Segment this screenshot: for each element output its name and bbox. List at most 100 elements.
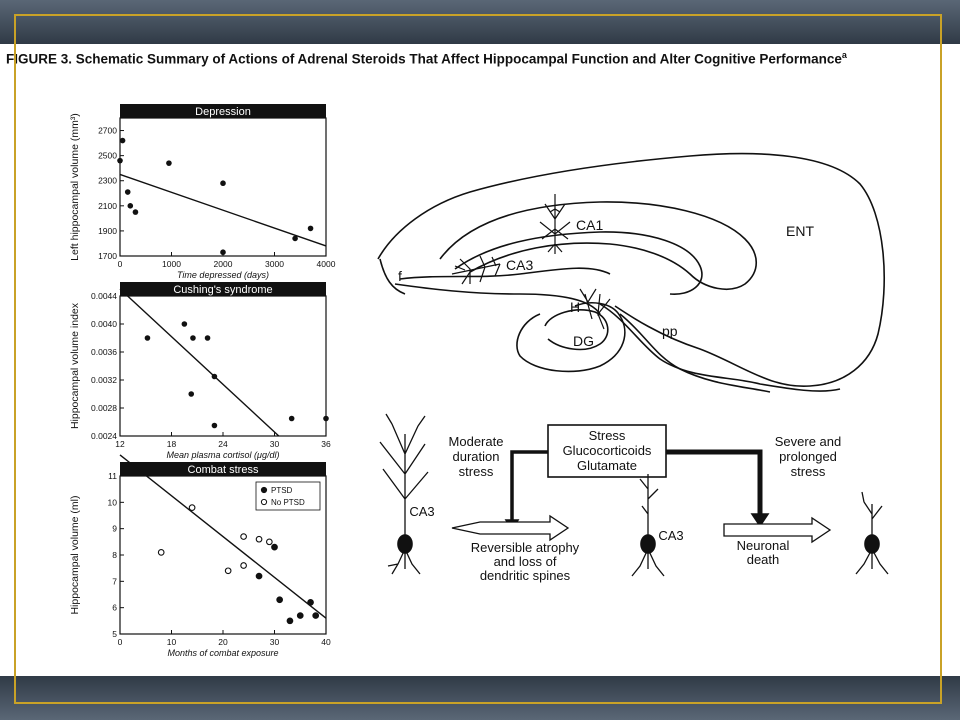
severe-line3: stress xyxy=(791,464,826,479)
regression-line xyxy=(119,288,280,437)
x-axis-label: Time depressed (days) xyxy=(177,270,269,280)
stress-box-line1: Stress xyxy=(589,428,626,443)
data-point-ptsd xyxy=(276,596,284,604)
dg-inner xyxy=(544,309,609,351)
data-point-ptsd xyxy=(296,612,304,619)
perforant-path xyxy=(599,303,841,392)
data-point xyxy=(166,160,172,166)
reversible-line3: dendritic spines xyxy=(480,568,571,583)
data-point xyxy=(204,335,211,341)
neuronal-death-arrow xyxy=(723,516,832,544)
y-tick-label: 2500 xyxy=(98,151,117,161)
x-tick-label: 40 xyxy=(321,637,331,647)
y-tick-label: 2300 xyxy=(98,176,117,186)
y-axis-label: Hippocampal volume (ml) xyxy=(69,495,81,614)
data-point-ptsd xyxy=(312,612,320,619)
data-point-ptsd xyxy=(271,543,278,551)
x-tick-label: 10 xyxy=(167,637,177,647)
label-ca1: CA1 xyxy=(576,217,603,233)
neuron-right xyxy=(855,491,889,575)
y-tick-label: 10 xyxy=(108,497,118,507)
x-tick-label: 4000 xyxy=(317,259,336,269)
x-tick-label: 18 xyxy=(167,439,177,449)
y-tick-label: 8 xyxy=(112,550,117,560)
data-point xyxy=(124,189,131,195)
y-tick-label: 2700 xyxy=(98,126,117,136)
regression-line xyxy=(119,454,327,619)
y-tick-label: 0.0024 xyxy=(91,431,117,441)
data-point xyxy=(181,321,188,327)
y-tick-label: 5 xyxy=(112,629,117,639)
lower-cortex xyxy=(379,258,406,295)
data-point xyxy=(288,415,295,422)
accent-border xyxy=(14,14,942,704)
stress-flow-labels: Stress Glucocorticoids Glutamate Moderat… xyxy=(409,428,841,583)
x-tick-label: 12 xyxy=(115,439,125,449)
y-tick-label: 7 xyxy=(112,576,117,586)
x-tick-label: 24 xyxy=(218,439,228,449)
data-point xyxy=(323,415,329,422)
data-point-no-ptsd xyxy=(224,567,232,575)
label-f: f xyxy=(398,268,402,284)
fimbria xyxy=(394,283,601,315)
right-branch-line xyxy=(666,449,763,514)
data-point-no-ptsd xyxy=(157,549,165,556)
data-point-ptsd xyxy=(307,599,314,606)
label-h: H xyxy=(570,299,580,315)
data-point xyxy=(127,203,134,209)
neuron-left xyxy=(379,413,429,575)
chart-2: Cushing's syndrome 12 18 24 30 36 0.0024 0.0028… xyxy=(69,282,331,460)
data-point-no-ptsd xyxy=(188,504,196,511)
moderate-line2: duration xyxy=(453,449,500,464)
outer-contour xyxy=(377,152,885,387)
label-dg: DG xyxy=(573,333,594,349)
neuronal-death-line2: death xyxy=(747,552,780,567)
y-tick-label: 0.0044 xyxy=(91,291,117,301)
inner-fold-mid xyxy=(454,231,703,295)
y-tick-label: 0.0028 xyxy=(91,403,117,413)
ca1-neurons xyxy=(539,194,571,254)
data-point xyxy=(220,249,226,256)
label-ca3: CA3 xyxy=(506,257,533,273)
label-ent: ENT xyxy=(786,223,814,239)
data-point-no-ptsd xyxy=(266,538,273,546)
data-point xyxy=(144,335,151,341)
y-tick-label: 1900 xyxy=(98,226,117,236)
chart-title: Cushing's syndrome xyxy=(173,284,272,296)
reversible-line1: Reversible atrophy xyxy=(471,540,580,555)
ca3-neurons xyxy=(451,255,501,285)
perforant-path-lower xyxy=(619,313,771,393)
x-tick-label: 30 xyxy=(270,637,280,647)
legend-label: PTSD xyxy=(271,486,293,495)
data-point xyxy=(307,225,314,232)
y-tick-label: 6 xyxy=(112,603,117,613)
x-tick-label: 30 xyxy=(270,439,280,449)
regression-line xyxy=(119,173,327,247)
neuronal-death-line1: Neuronal xyxy=(737,538,790,553)
y-tick-label: 1700 xyxy=(98,251,117,261)
x-tick-label: 36 xyxy=(321,439,331,449)
x-tick-label: 2000 xyxy=(214,259,233,269)
x-tick-label: 1000 xyxy=(162,259,181,269)
legend-box xyxy=(255,481,321,511)
label-pp: pp xyxy=(662,323,678,339)
data-point xyxy=(292,235,298,242)
y-axis-label: Left hippocampal volume (mm³) xyxy=(69,113,81,261)
chart-title-bar xyxy=(120,462,326,476)
ca-field xyxy=(399,267,611,280)
neuron-middle-label: CA3 xyxy=(658,528,683,543)
figure-title: FIGURE 3. Schematic Summary of Actions o… xyxy=(6,50,847,67)
data-point xyxy=(188,391,195,397)
neuron-middle-soma xyxy=(640,534,656,554)
data-point xyxy=(211,373,218,380)
data-point xyxy=(119,137,126,144)
y-tick-label: 11 xyxy=(108,471,117,481)
moderate-line3: stress xyxy=(459,464,494,479)
x-tick-label: 0 xyxy=(118,259,123,269)
chart-title-bar xyxy=(120,282,326,296)
y-tick-label: 0.0040 xyxy=(91,319,117,329)
